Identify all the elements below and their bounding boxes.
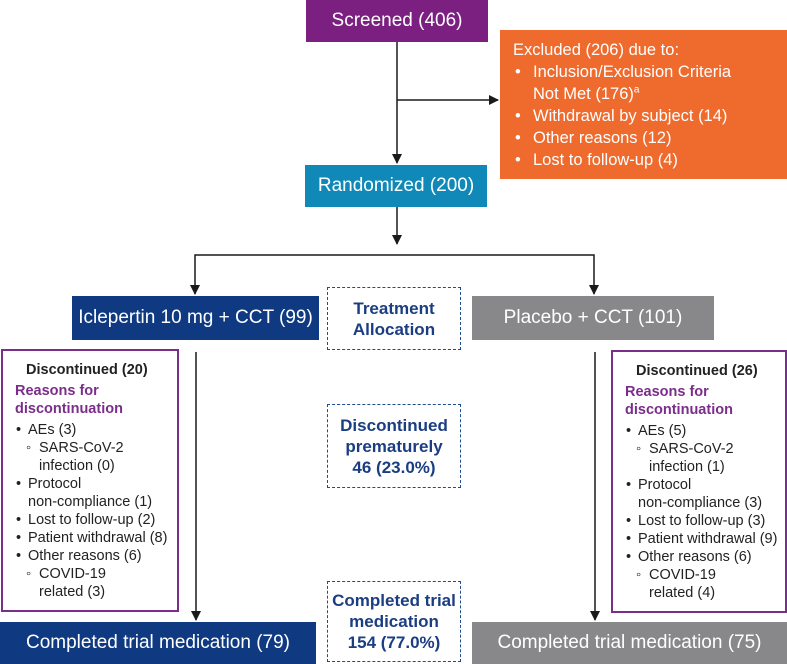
list-item: Lost to follow-up (2) xyxy=(15,511,177,529)
discontinued-right-box: Discontinued (26) Reasons for discontinu… xyxy=(611,350,787,613)
line-split-left xyxy=(190,254,397,295)
list-item: Patient withdrawal (9) xyxy=(625,530,785,548)
excluded-title: Excluded (206) due to: xyxy=(513,41,680,59)
excluded-item: Lost to follow-up (4) xyxy=(513,149,787,171)
screened-label: Screened (406) xyxy=(331,10,463,31)
excluded-item: Inclusion/Exclusion Criteria Not Met (17… xyxy=(513,61,787,105)
excluded-item: Other reasons (12) xyxy=(513,127,787,149)
completed-left-label: Completed trial medication (79) xyxy=(25,632,290,653)
list-item: Patient withdrawal (8) xyxy=(15,529,177,547)
list-item: AEs (3) xyxy=(15,421,177,439)
excluded-box: Excluded (206) due to: Inclusion/Exclusi… xyxy=(500,30,787,179)
placebo-arm-box: Placebo + CCT (101) xyxy=(472,296,714,340)
excluded-list: Inclusion/Exclusion Criteria Not Met (17… xyxy=(513,61,787,171)
completed-right-label: Completed trial medication (75) xyxy=(497,632,762,653)
screened-box: Screened (406) xyxy=(306,0,488,42)
completed-total-box: Completed trial medication 154 (77.0%) xyxy=(327,581,461,662)
discontinued-prematurely-box: Discontinued prematurely 46 (23.0%) xyxy=(327,404,461,488)
reasons-title: Reasons for xyxy=(15,383,99,399)
treatment-allocation-box: Treatment Allocation xyxy=(327,287,461,350)
list-item: Other reasons (6) xyxy=(15,547,177,565)
completed-left-box: Completed trial medication (79) xyxy=(0,622,316,664)
placebo-arm-label: Placebo + CCT (101) xyxy=(503,307,683,328)
line-split-right xyxy=(397,254,599,295)
randomized-box: Randomized (200) xyxy=(305,165,487,207)
list-item: Lost to follow-up (3) xyxy=(625,512,785,530)
reasons-title: Reasons for xyxy=(625,384,709,400)
reasons-title: discontinuation xyxy=(625,402,733,418)
completed-right-box: Completed trial medication (75) xyxy=(472,622,787,664)
footnote-marker: a xyxy=(633,84,640,96)
discontinued-left-title: Discontinued (20) xyxy=(26,362,148,378)
reasons-title: discontinuation xyxy=(15,401,123,417)
randomized-label: Randomized (200) xyxy=(317,175,475,196)
list-item: AEs (5) xyxy=(625,422,785,440)
discontinued-left-box: Discontinued (20) Reasons for discontinu… xyxy=(1,349,179,612)
list-item: Other reasons (6) xyxy=(625,548,785,566)
excluded-item: Withdrawal by subject (14) xyxy=(513,105,787,127)
iclepertin-arm-label: Iclepertin 10 mg + CCT (99) xyxy=(78,307,313,328)
iclepertin-arm-box: Iclepertin 10 mg + CCT (99) xyxy=(72,296,319,340)
discontinued-right-title: Discontinued (26) xyxy=(636,363,758,379)
